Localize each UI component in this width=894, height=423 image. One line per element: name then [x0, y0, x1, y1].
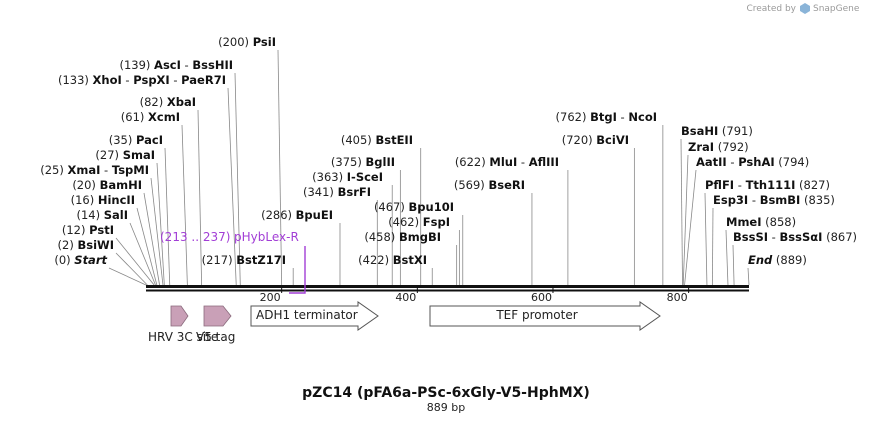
enzyme-label-bsssi[interactable]: BssSI - BssSαI (867): [733, 230, 857, 244]
sequence-backbone: [146, 285, 749, 292]
enzyme-label-mmei[interactable]: MmeI (858): [726, 215, 796, 229]
leader-line: [115, 252, 148, 286]
enzyme-label-bsteii[interactable]: (405) BstEII: [341, 133, 413, 147]
feature-v5-tag[interactable]: V5 tag: [196, 305, 235, 344]
enzyme-label-bsiwi[interactable]: (2) BsiWI: [58, 238, 114, 252]
leader-line: [704, 192, 708, 286]
enzyme-label-bcivi[interactable]: (720) BciVI: [562, 133, 629, 147]
enzyme-label-xhoi[interactable]: (133) XhoI - PspXI - PaeR7I: [58, 73, 226, 87]
enzyme-label-bpu10i[interactable]: (467) Bpu10I: [374, 200, 454, 214]
leader-line: [227, 87, 237, 286]
leader-line: [682, 154, 689, 286]
leader-line: [684, 169, 697, 286]
leader-line: [732, 244, 735, 286]
enzyme-label-smai[interactable]: (27) SmaI: [95, 148, 155, 162]
enzyme-label-start[interactable]: (0) Start: [54, 253, 107, 267]
plasmid-length: 889 bp: [427, 401, 465, 414]
leader-line: [197, 109, 203, 286]
enzyme-label-bpuei[interactable]: (286) BpuEI: [261, 208, 333, 222]
enzyme-label-fspi[interactable]: (462) FspI: [388, 215, 450, 229]
feature-tef-promoter[interactable]: TEF promoter: [429, 301, 661, 331]
enzyme-label-zrai[interactable]: ZraI (792): [688, 140, 749, 154]
enzyme-label-bmgbi[interactable]: (458) BmgBI: [364, 230, 441, 244]
enzyme-label-psii[interactable]: (200) PsiI: [218, 35, 276, 49]
leader-line: [680, 138, 683, 286]
enzyme-label-xcmi[interactable]: (61) XcmI: [121, 110, 180, 124]
feature-label-v5: V5 tag: [196, 330, 235, 344]
ruler: 200 400 600 800: [260, 288, 690, 304]
enzyme-label-aatii[interactable]: AatII - PshAI (794): [696, 155, 809, 169]
feature-adh1-terminator[interactable]: ADH1 terminator: [250, 301, 379, 331]
enzyme-label-end[interactable]: End (889): [748, 253, 807, 267]
enzyme-label-esp3i[interactable]: Esp3I - BsmBI (835): [713, 193, 835, 207]
ruler-tick-label: 200: [260, 291, 281, 304]
leader-line: [725, 229, 729, 286]
enzyme-label-paci[interactable]: (35) PacI: [109, 133, 163, 147]
primer-pHybLex-R[interactable]: (213 .. 237) pHybLex-R: [160, 230, 306, 294]
plasmid-title: pZC14 (pFA6a-PSc-6xGly-V5-HphMX): [302, 385, 590, 401]
enzyme-label-mlui[interactable]: (622) MluI - AflIII: [455, 155, 559, 169]
leader-lines: [108, 49, 750, 286]
credit-text: Created by: [746, 4, 796, 14]
enzyme-label-psti[interactable]: (12) PstI: [62, 223, 114, 237]
enzyme-label-asci[interactable]: (139) AscI - BssHII: [119, 58, 233, 72]
primer-name: pHybLex-R: [234, 230, 299, 244]
enzyme-label-i-scei[interactable]: (363) I-SceI: [312, 170, 383, 184]
leader-line: [747, 267, 750, 286]
leader-line: [143, 192, 160, 286]
enzyme-label-bamhi[interactable]: (20) BamHI: [72, 178, 142, 192]
leader-line: [234, 72, 241, 286]
enzyme-label-pflfi[interactable]: PflFI - Tth111I (827): [705, 178, 830, 192]
leader-line: [136, 207, 158, 286]
enzyme-label-bstz17i[interactable]: (217) BstZ17I: [202, 253, 286, 267]
primer-range: (213 .. 237): [160, 230, 230, 244]
ruler-tick-label: 800: [667, 291, 688, 304]
ruler-tick-label: 400: [395, 291, 416, 304]
feature-label-hrv3c: HRV 3C site: [148, 330, 218, 344]
leader-line: [181, 124, 188, 286]
snapgene-logo-icon: [800, 3, 810, 14]
ruler-tick-label: 600: [531, 291, 552, 304]
enzyme-label-bstxi[interactable]: (422) BstXI: [358, 253, 427, 267]
enzyme-label-bseri[interactable]: (569) BseRI: [454, 178, 525, 192]
leader-line: [711, 207, 714, 286]
brand-text: SnapGene: [813, 4, 860, 14]
feature-label-adh1: ADH1 terminator: [256, 308, 358, 322]
leader-line: [156, 162, 165, 286]
leader-line: [150, 177, 164, 286]
enzyme-label-xmai[interactable]: (25) XmaI - TspMI: [40, 163, 149, 177]
enzyme-label-bglii[interactable]: (375) BglII: [331, 155, 395, 169]
enzyme-label-xbai[interactable]: (82) XbaI: [140, 95, 196, 109]
feature-hrv3c-site[interactable]: HRV 3C site: [148, 305, 218, 344]
leader-line: [129, 222, 156, 286]
enzyme-label-sali[interactable]: (14) SalI: [76, 208, 128, 222]
leader-line: [164, 147, 171, 286]
leader-line: [108, 267, 147, 286]
leader-line: [115, 237, 155, 286]
enzyme-label-btgi[interactable]: (762) BtgI - NcoI: [556, 110, 657, 124]
enzyme-label-hincii[interactable]: (16) HincII: [71, 193, 135, 207]
leader-line: [277, 49, 283, 286]
enzyme-label-bsahi[interactable]: BsaHI (791): [681, 124, 753, 138]
enzyme-label-bsrfi[interactable]: (341) BsrFI: [303, 185, 371, 199]
feature-label-tef: TEF promoter: [495, 308, 577, 322]
enzyme-labels: (200) PsiI (139) AscI - BssHII(133) XhoI …: [40, 35, 857, 267]
